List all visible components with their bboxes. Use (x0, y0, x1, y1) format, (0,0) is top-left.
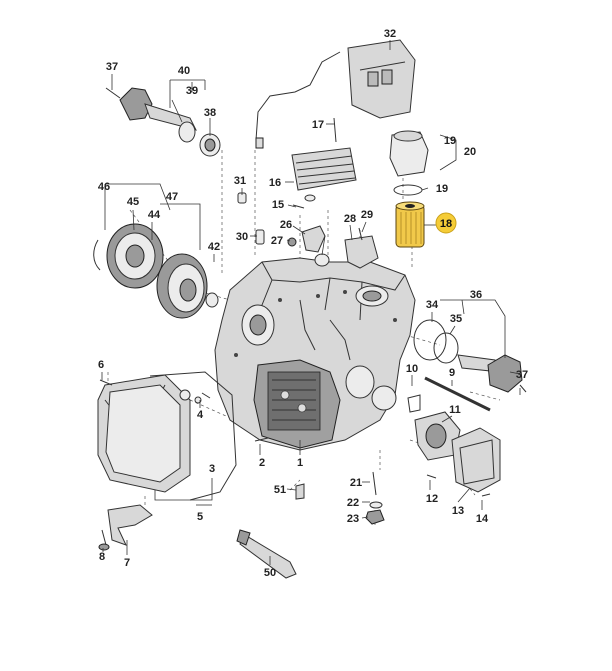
callout-37-right: 37 (516, 369, 528, 381)
highlight-badge (435, 212, 457, 234)
callout-7: 7 (124, 557, 130, 569)
callout-44: 44 (148, 209, 161, 221)
callout-20: 20 (464, 146, 476, 158)
callout-50: 50 (264, 567, 276, 579)
callout-51: 51 (274, 484, 286, 496)
callout-4: 4 (197, 409, 204, 421)
callout-11: 11 (449, 404, 461, 416)
leader-lines (101, 40, 521, 565)
right-flange-shaft (413, 319, 527, 393)
callout-8: 8 (99, 551, 105, 563)
callout-47: 47 (166, 191, 178, 203)
callout-36: 36 (470, 289, 482, 301)
callout-42: 42 (208, 241, 220, 253)
side-cover (407, 394, 501, 493)
oil-pan-cover (97, 371, 237, 501)
callout-23: 23 (347, 513, 359, 525)
callout-35: 35 (450, 313, 462, 325)
callout-6: 6 (98, 359, 104, 371)
callout-2: 2 (259, 457, 265, 469)
callout-16: 16 (269, 177, 281, 189)
callout-15: 15 (272, 199, 284, 211)
callout-9: 9 (449, 367, 455, 379)
callout-30: 30 (236, 231, 248, 243)
callout-18: 18 (440, 218, 452, 230)
callout-19-top: 19 (444, 135, 456, 147)
callout-31: 31 (234, 175, 246, 187)
callout-32: 32 (384, 28, 396, 40)
breather-cover-and-pipe (255, 39, 416, 149)
left-flange-shaft (105, 87, 221, 157)
callout-5: 5 (197, 511, 203, 523)
callout-14: 14 (476, 513, 489, 525)
callout-29: 29 (361, 209, 373, 221)
callout-17: 17 (312, 119, 324, 131)
callout-12: 12 (426, 493, 438, 505)
callout-26: 26 (280, 219, 292, 231)
mechatronic-unit (253, 359, 341, 449)
callout-34: 34 (426, 299, 439, 311)
oil-cooler (291, 147, 357, 202)
oil-filter-part-18 (395, 201, 425, 248)
callout-3: 3 (209, 463, 215, 475)
small-parts (98, 117, 491, 579)
callout-45: 45 (127, 196, 139, 208)
callout-39: 39 (186, 85, 198, 97)
callout-27: 27 (271, 235, 283, 247)
callout-37-left: 37 (106, 61, 118, 73)
callout-22: 22 (347, 497, 359, 509)
callout-1: 1 (297, 457, 303, 469)
callout-19-seal: 19 (436, 183, 448, 195)
callout-46: 46 (98, 181, 110, 193)
callout-labels: 1 2 3 4 5 6 7 8 9 10 11 12 13 14 15 16 1… (98, 28, 528, 579)
callout-13: 13 (452, 505, 464, 517)
filter-housing (389, 130, 429, 196)
clutch-assembly (93, 223, 219, 319)
callout-38: 38 (204, 107, 216, 119)
callout-10: 10 (406, 363, 418, 375)
callout-21: 21 (350, 477, 362, 489)
shaft-9 (424, 376, 491, 412)
callout-40: 40 (178, 65, 190, 77)
callout-28: 28 (344, 213, 356, 225)
